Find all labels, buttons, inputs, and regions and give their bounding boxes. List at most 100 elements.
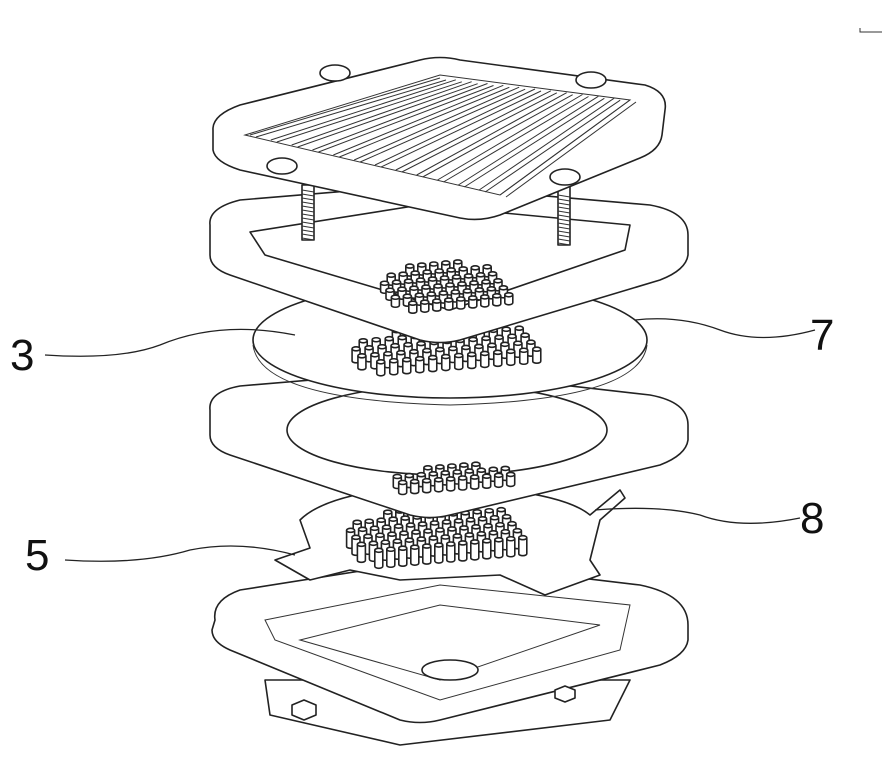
grate-slot-edge xyxy=(380,90,542,168)
pin-top xyxy=(426,291,437,297)
pin-top xyxy=(416,471,427,478)
pin-top xyxy=(503,291,514,298)
pin xyxy=(531,346,542,364)
screw-thread xyxy=(301,221,315,225)
pin xyxy=(401,356,412,375)
pin-body xyxy=(401,359,412,375)
pin-top xyxy=(439,275,450,281)
pin xyxy=(469,474,480,490)
screw-thread xyxy=(557,202,571,206)
pin-top xyxy=(514,325,525,332)
pin-body xyxy=(440,356,451,372)
pin-top xyxy=(375,532,385,539)
pin xyxy=(445,541,456,563)
pin-top xyxy=(507,333,517,340)
pin-top xyxy=(385,546,396,553)
screw-thread xyxy=(557,198,571,202)
pin-top xyxy=(457,540,468,546)
pin-top xyxy=(373,547,384,554)
pin-top xyxy=(447,526,457,532)
pin-top xyxy=(463,273,474,279)
pin-top xyxy=(445,541,456,547)
pin-top xyxy=(435,346,445,353)
pin-body xyxy=(458,542,468,562)
pin-body xyxy=(421,480,432,494)
pin-top xyxy=(397,545,408,552)
pin-body xyxy=(506,538,516,558)
pin-top xyxy=(400,515,411,521)
pin-top xyxy=(375,358,386,365)
label-part-8: 8 xyxy=(800,494,824,543)
label-part-5: 5 xyxy=(25,531,49,580)
grate-slot xyxy=(353,86,520,161)
pin-top xyxy=(384,335,395,342)
pin-top xyxy=(468,336,478,343)
pin-body xyxy=(427,357,438,373)
pin xyxy=(493,536,504,559)
pin-top xyxy=(505,348,516,355)
pin-top xyxy=(531,346,542,353)
pin-top xyxy=(493,277,503,284)
pin-body xyxy=(494,539,504,559)
grate-slot xyxy=(312,83,488,151)
pin-top xyxy=(489,514,500,521)
pin-top xyxy=(487,342,497,349)
pin xyxy=(493,472,504,489)
pin-top xyxy=(484,507,495,514)
grate-slot xyxy=(437,94,583,181)
grate-slot xyxy=(333,84,504,156)
pin-top xyxy=(421,284,431,290)
pin-top xyxy=(422,269,433,275)
screw-thread xyxy=(557,218,571,222)
pin xyxy=(455,296,466,310)
pin-top xyxy=(450,289,461,295)
screw-thread xyxy=(301,213,315,217)
pin-top xyxy=(440,353,451,360)
pin-top xyxy=(477,515,488,522)
pin xyxy=(443,297,454,311)
pin-top xyxy=(461,344,471,351)
pin-top xyxy=(363,533,373,540)
leader-8 xyxy=(594,507,801,524)
pin-top xyxy=(500,465,511,472)
pin xyxy=(421,543,432,565)
pin-top xyxy=(500,528,511,535)
pin-top xyxy=(435,464,445,470)
pin-top xyxy=(392,473,403,480)
pin-top xyxy=(483,522,493,529)
pin-body xyxy=(433,479,444,493)
screw-thread xyxy=(301,225,315,229)
pin-top xyxy=(518,347,529,354)
pin-top xyxy=(380,539,391,546)
pin xyxy=(457,540,468,562)
pin-top xyxy=(405,522,416,528)
pin-top xyxy=(438,290,449,296)
pin-top xyxy=(409,478,420,485)
pin-top xyxy=(452,469,463,475)
pin-top xyxy=(464,532,475,538)
grate-slot-edge xyxy=(401,92,558,173)
screw-thread xyxy=(301,229,315,233)
pin-top xyxy=(379,280,390,287)
pin-top xyxy=(371,336,382,343)
leader-7 xyxy=(634,318,816,339)
pin-top xyxy=(416,536,427,542)
pin-top xyxy=(500,341,510,348)
pin-top xyxy=(472,508,483,515)
pin-top xyxy=(496,506,507,513)
pin-body xyxy=(453,355,464,371)
screw-thread xyxy=(557,222,571,226)
pin-top xyxy=(487,270,498,277)
pin xyxy=(481,538,492,560)
pin-top xyxy=(376,517,387,524)
pin-top xyxy=(388,516,399,522)
pin xyxy=(453,352,464,371)
grate-slot xyxy=(270,79,456,141)
pin-top xyxy=(416,340,426,347)
pin-top xyxy=(457,281,467,287)
pin-top xyxy=(397,479,408,486)
pin-top xyxy=(451,274,462,280)
pin-top xyxy=(479,350,490,357)
pin-top xyxy=(357,353,367,359)
pin-top xyxy=(410,270,421,276)
